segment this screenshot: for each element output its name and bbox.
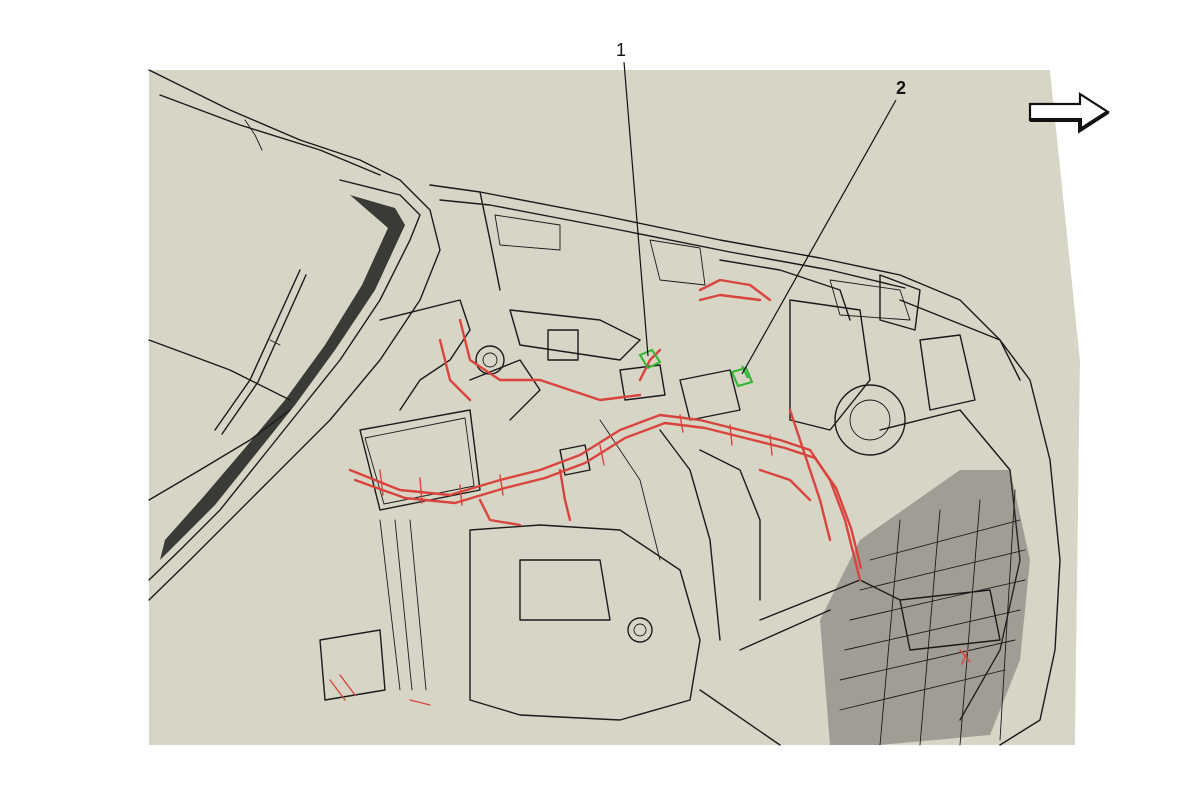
callout-1-leader bbox=[623, 61, 649, 357]
callout-2-label: 2 bbox=[896, 78, 906, 98]
cowl bbox=[429, 184, 1021, 381]
harness-wraps bbox=[379, 414, 773, 506]
engine-components bbox=[319, 299, 976, 721]
callout-1-label: 1 bbox=[616, 40, 626, 60]
front-grille bbox=[699, 299, 1061, 746]
radiator-support bbox=[599, 259, 851, 641]
hood bbox=[148, 69, 441, 601]
grille-mesh bbox=[839, 489, 1026, 746]
callout-2-leader bbox=[741, 99, 897, 375]
wiring-harness bbox=[329, 278, 971, 706]
highlight-connector-2 bbox=[730, 365, 754, 388]
left-fender bbox=[359, 299, 541, 511]
illustration-panel bbox=[149, 70, 1200, 788]
arrow-right-icon bbox=[1028, 91, 1111, 134]
